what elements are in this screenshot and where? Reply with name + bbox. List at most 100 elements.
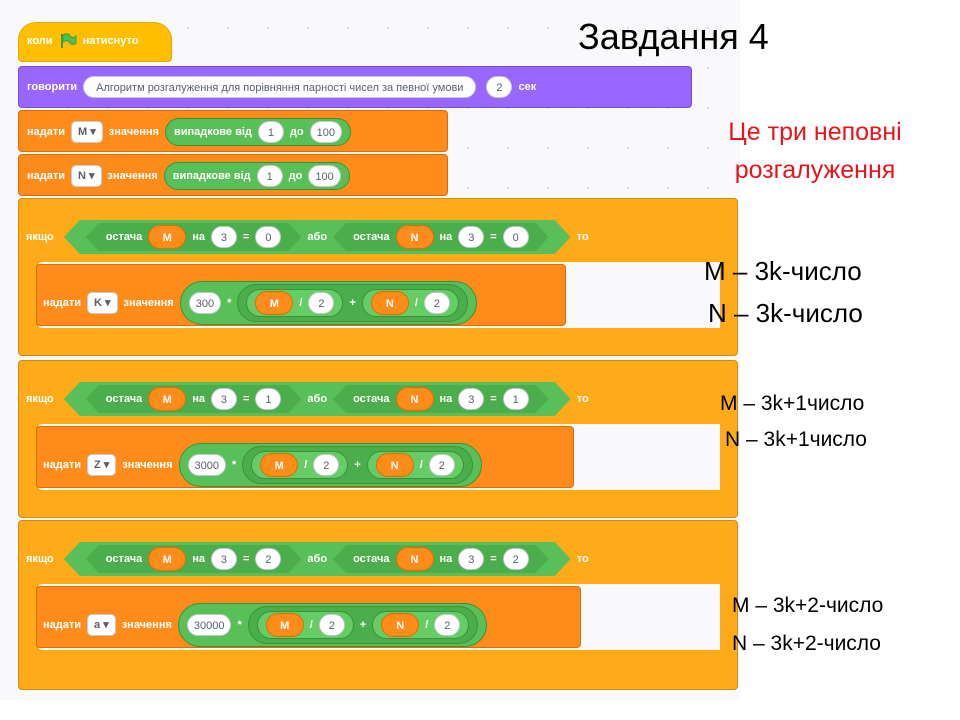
divisor-input[interactable]: 2 [318,614,345,636]
hat-prefix: коли [27,35,53,47]
variable-dropdown[interactable]: Z ▾ [87,454,117,476]
add-block[interactable]: M/2+N/2 [247,606,479,644]
multiply-block[interactable]: 30000*M/2+N/2 [177,603,488,647]
variable-reporter-n[interactable]: N [381,613,420,637]
value-label: значення [121,619,172,631]
equals-sign: = [490,553,497,565]
mod-divisor-input[interactable]: 3 [458,226,484,248]
divide-sign: / [414,297,418,309]
scratch-code-area[interactable]: коли натиснуто говорити Алгоритм розгалу… [0,0,740,700]
divisor-input[interactable]: 2 [428,454,455,476]
variable-reporter-m[interactable]: M [265,613,304,637]
equals-value-input[interactable]: 2 [503,548,529,570]
multiplier-input[interactable]: 3000 [187,454,226,476]
add-block[interactable]: M/2 + N/2 [242,446,473,484]
plus-sign: + [349,297,356,309]
variable-reporter-n[interactable]: N [370,291,409,315]
var-name: a [94,619,101,631]
equals-value-input[interactable]: 0 [503,226,529,248]
set-n-block[interactable]: надати N ▾ значення випадкове від 1 до 1… [18,154,448,196]
when-flag-clicked-block[interactable]: коли натиснуто [18,22,172,62]
value-label: значення [123,297,174,309]
variable-reporter-n[interactable]: N [396,387,434,411]
variable-dropdown-m[interactable]: M ▾ [71,121,103,143]
divisor-input[interactable]: 2 [423,292,450,314]
secs-label: сек [518,81,537,93]
divisor-input[interactable]: 2 [313,454,340,476]
equals-value-input[interactable]: 0 [255,226,281,248]
mod-divisor-input[interactable]: 3 [211,388,237,410]
equals-value-input[interactable]: 2 [255,548,281,570]
branch-note: Це три неповні розгалуження [690,113,940,189]
divide-block-n[interactable]: N / 2 [361,289,459,317]
divide-block-m[interactable]: M/2 [251,451,349,479]
branch-note-line2: розгалуження [734,156,896,184]
mod-divisor-input[interactable]: 3 [211,548,237,570]
divide-block-n[interactable]: N/2 [372,611,470,639]
variable-reporter-n[interactable]: N [396,547,434,571]
set-m-block[interactable]: надати M ▾ значення випадкове від 1 до 1… [18,110,448,152]
multiply-block[interactable]: 300*M/2+N/2 [179,281,477,325]
say-label: говорити [27,81,78,93]
multiply-block[interactable]: 3000*M/2+N/2 [178,443,482,487]
random-from-input[interactable]: 1 [256,165,283,187]
on-label: на [439,553,453,565]
to-label: до [289,126,304,138]
equals-value-input[interactable]: 1 [503,388,529,410]
divisor-input[interactable]: 2 [308,292,335,314]
equals-sign: = [242,553,250,565]
mod-label: остача [105,553,143,565]
random-to-input[interactable]: 100 [308,165,341,187]
variable-reporter-m[interactable]: M [148,387,186,411]
on-label: на [192,553,205,565]
say-secs-input[interactable]: 2 [486,76,513,98]
divide-sign: / [309,619,313,631]
variable-reporter-m[interactable]: M [255,291,294,315]
divide-sign: / [299,297,303,309]
plus-sign: + [354,459,361,471]
variable-dropdown[interactable]: K ▾ [87,292,118,314]
equals-value-input[interactable]: 1 [255,388,281,410]
say-text-input[interactable]: Алгоритм розгалуження для порівняння пар… [83,76,477,98]
say-for-secs-block[interactable]: говорити Алгоритм розгалуження для порів… [18,66,692,108]
variable-reporter-n[interactable]: N [396,225,434,249]
variable-reporter-n[interactable]: N [375,453,414,477]
divide-block-m[interactable]: M / 2 [256,611,354,639]
variable-dropdown-n[interactable]: N ▾ [71,165,102,187]
then-label: то [576,393,589,405]
divide-block-m[interactable]: M / 2 [246,289,344,317]
random-to-input[interactable]: 100 [309,121,342,143]
pick-random-block[interactable]: випадкове від 1 до 100 [163,162,350,190]
mod-divisor-input[interactable]: 3 [458,388,484,410]
divisor-input[interactable]: 2 [434,614,461,636]
variable-reporter-m[interactable]: M [148,547,186,571]
variable-reporter-m[interactable]: M [260,453,299,477]
multiplier-input[interactable]: 300 [188,292,222,314]
mod-divisor-input[interactable]: 3 [211,226,237,248]
variable-reporter-m[interactable]: M [148,225,186,249]
value-label: значення [122,459,173,471]
add-block[interactable]: M / 2 + N / 2 [237,284,468,322]
set-label: надати [43,297,82,309]
mod-divisor-input[interactable]: 3 [458,548,484,570]
multiplier-input[interactable]: 30000 [186,614,232,636]
random-from-input[interactable]: 1 [257,121,284,143]
divide-block-n[interactable]: N/2 [366,451,464,479]
branch-note-line1: Це три неповні [728,118,902,146]
or-label: або [307,393,328,405]
pick-random-block[interactable]: випадкове від 1 до 100 [164,118,351,146]
variable-dropdown[interactable]: a ▾ [87,614,116,636]
var-name: K [94,297,102,309]
